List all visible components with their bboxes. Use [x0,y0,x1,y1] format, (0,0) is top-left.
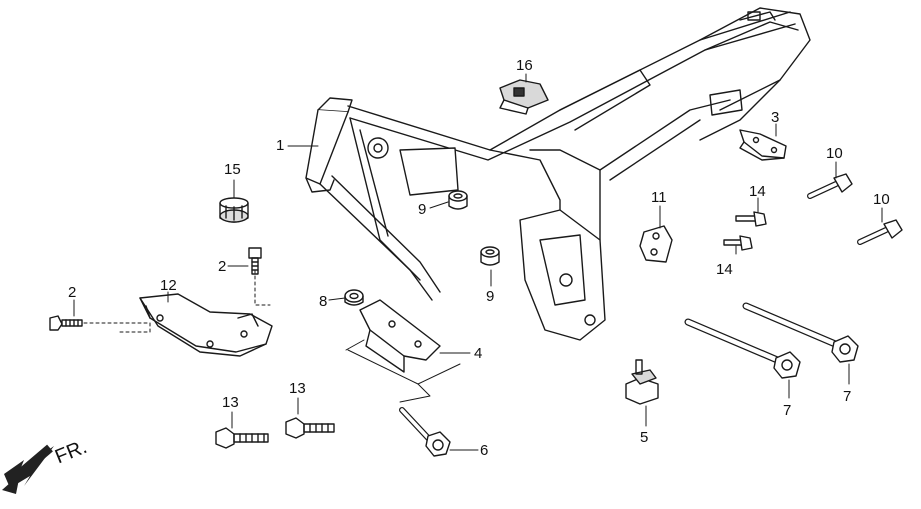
leader-lines [73,73,883,451]
callout-15: 15 [224,161,241,178]
callout-10-upper: 10 [826,145,843,162]
part-7-right [742,302,859,363]
callout-13-right: 13 [289,380,306,397]
callout-1: 1 [276,137,285,154]
part-2-bolt-b [49,315,83,331]
part-12 [139,293,273,357]
part-13-left [215,427,269,449]
callout-4: 4 [474,345,483,362]
callout-7-right: 7 [843,388,852,405]
part-9-lower [480,246,500,266]
part-10-lower [857,219,903,245]
callout-6: 6 [480,442,489,459]
part-16 [499,79,549,115]
part-7-left [684,318,801,379]
callout-3: 3 [771,109,780,126]
callout-13-left: 13 [222,394,239,411]
callout-8: 8 [319,293,328,310]
callout-12: 12 [160,277,177,294]
part-8 [344,289,364,306]
frame-body [305,7,811,341]
callout-2-left: 2 [68,284,77,301]
callout-2-upper: 2 [218,258,227,275]
part-5 [625,359,659,405]
callout-5: 5 [640,429,649,446]
part-10-upper [807,173,853,199]
front-direction-arrow [2,444,54,494]
part-6 [399,407,451,457]
callout-11: 11 [651,189,667,206]
callout-16: 16 [516,57,533,74]
callout-9-upper: 9 [418,201,427,218]
part-13-right [285,417,335,439]
part-4 [359,299,441,373]
part-15 [219,197,249,223]
part-14-upper [735,211,767,227]
callout-14-upper: 14 [749,183,766,200]
part-3 [739,129,787,161]
part-14-lower [723,235,753,251]
part-9-upper [448,190,468,210]
callout-14-lower: 14 [716,261,733,278]
callout-10-right: 10 [873,191,890,208]
callout-7-left: 7 [783,402,792,419]
part-11 [639,225,673,263]
part-2-bolt-a [248,247,262,275]
callout-9-lower: 9 [486,288,495,305]
